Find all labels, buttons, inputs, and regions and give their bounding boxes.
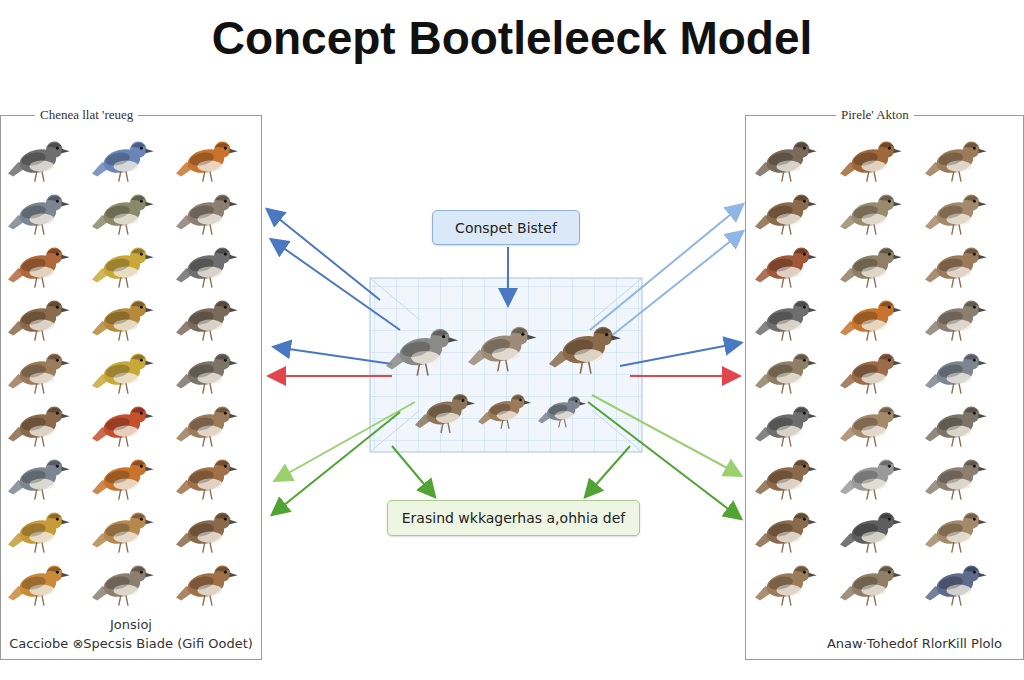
- bird: [925, 248, 987, 288]
- bird: [176, 513, 238, 553]
- bird: [8, 195, 70, 235]
- arrow: [630, 375, 738, 377]
- bird: [176, 566, 238, 606]
- box-text: Conspet Bistef: [455, 220, 557, 236]
- bird: [755, 195, 817, 235]
- bird: [176, 301, 238, 341]
- bird: [8, 248, 70, 288]
- bird: [8, 142, 70, 182]
- bird: [840, 407, 902, 447]
- arrow: [275, 347, 392, 364]
- arrow: [268, 210, 380, 300]
- concept-box: Erasind wkkagerhas a,ohhia def: [387, 500, 640, 536]
- bird: [176, 407, 238, 447]
- bird: [92, 195, 154, 235]
- bird: [925, 407, 987, 447]
- bird: [92, 566, 154, 606]
- left-bird-gallery: [8, 142, 238, 606]
- concept-box: Conspet Bistef: [432, 210, 580, 245]
- bird: [840, 513, 902, 553]
- bird: [755, 354, 817, 394]
- bird: [755, 301, 817, 341]
- bird: [8, 354, 70, 394]
- bird: [8, 301, 70, 341]
- bird: [386, 329, 458, 376]
- bird: [415, 394, 475, 433]
- center-birds: [386, 327, 621, 433]
- bird: [925, 195, 987, 235]
- bird: [840, 460, 902, 500]
- arrows: [268, 205, 742, 518]
- arrow: [600, 232, 742, 345]
- caption-line: Cacciobe ⊗Specsis Biade (Gifi Oodet): [1, 634, 261, 653]
- bird: [840, 354, 902, 394]
- bird: [840, 301, 902, 341]
- center-grid: [370, 278, 642, 452]
- bird: [8, 566, 70, 606]
- bird: [176, 142, 238, 182]
- gallery-panel: Pirele' AktonAnaw·Tohedof RlorKill Plolo: [745, 115, 1024, 660]
- arrow: [272, 240, 400, 330]
- bird: [925, 142, 987, 182]
- bird: [92, 354, 154, 394]
- bird: [925, 354, 987, 394]
- bird: [478, 394, 531, 429]
- bird: [92, 460, 154, 500]
- caption-line: Jonsioj: [1, 615, 261, 634]
- bird: [549, 327, 621, 374]
- bird: [176, 460, 238, 500]
- arrow: [507, 247, 509, 304]
- bird: [92, 301, 154, 341]
- caption-line: Anaw·Tohedof RlorKill Plolo: [806, 634, 1023, 653]
- arrow: [590, 205, 742, 330]
- bird: [92, 513, 154, 553]
- bird: [8, 407, 70, 447]
- panel-heading: Pirele' Akton: [836, 107, 914, 123]
- bird: [468, 327, 537, 372]
- bird: [176, 354, 238, 394]
- panel-caption: Anaw·Tohedof RlorKill Plolo: [746, 634, 1023, 653]
- arrow: [276, 402, 415, 480]
- bird: [92, 407, 154, 447]
- bird: [176, 248, 238, 288]
- bird: [755, 513, 817, 553]
- bird: [755, 566, 817, 606]
- arrow: [270, 375, 392, 377]
- bird: [755, 142, 817, 182]
- bird: [755, 407, 817, 447]
- gallery-panel: Chenea llat 'reuegJonsiojCacciobe ⊗Specs…: [0, 115, 262, 660]
- arrow: [586, 446, 630, 496]
- bird: [8, 513, 70, 553]
- bird: [925, 566, 987, 606]
- bird: [92, 248, 154, 288]
- bird: [92, 142, 154, 182]
- bird: [925, 513, 987, 553]
- box-text: Erasind wkkagerhas a,ohhia def: [402, 510, 625, 526]
- right-bird-gallery: [755, 142, 987, 606]
- bird: [176, 195, 238, 235]
- diagram-title: Concept Bootleleeck Model: [0, 10, 1024, 66]
- panel-heading: Chenea llat 'reueg: [35, 107, 138, 123]
- arrow: [620, 343, 740, 366]
- bird: [840, 195, 902, 235]
- bird: [925, 301, 987, 341]
- arrow: [392, 446, 434, 496]
- bird: [755, 460, 817, 500]
- arrow: [273, 412, 400, 514]
- panel-caption: JonsiojCacciobe ⊗Specsis Biade (Gifi Ood…: [1, 615, 261, 653]
- bird: [840, 142, 902, 182]
- bird: [538, 396, 586, 427]
- bird: [840, 566, 902, 606]
- bird: [840, 248, 902, 288]
- bird: [8, 460, 70, 500]
- bird: [925, 460, 987, 500]
- bird: [755, 248, 817, 288]
